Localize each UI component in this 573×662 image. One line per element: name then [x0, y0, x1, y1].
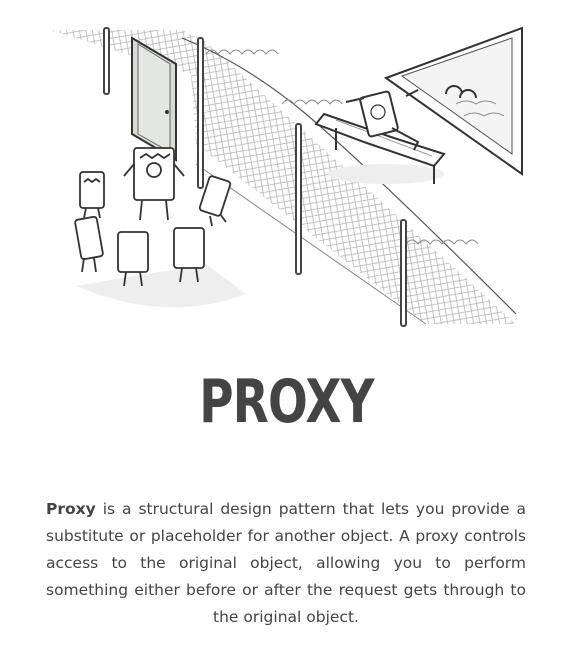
client-object-icon — [123, 147, 185, 221]
proxy-illustration — [50, 26, 523, 327]
client-objects-group — [74, 147, 232, 287]
client-object-icon — [79, 171, 105, 219]
pattern-description: Proxy is a structural design pattern tha… — [46, 496, 526, 631]
fence-bottom-line — [195, 163, 427, 325]
client-object-icon — [173, 227, 205, 283]
lounging-object-icon — [314, 89, 446, 184]
fence-mesh — [50, 30, 516, 324]
client-object-icon — [74, 215, 104, 273]
client-object-icon — [117, 231, 149, 287]
fence-posts — [103, 27, 407, 327]
pool-icon — [383, 26, 523, 176]
ground-shadow — [76, 264, 246, 308]
gate-door-icon — [131, 36, 177, 162]
description-text: is a structural design pattern that lets… — [46, 499, 526, 626]
pattern-term: Proxy — [46, 499, 96, 518]
client-object-icon — [198, 175, 232, 227]
page-title: PROXY — [199, 367, 374, 437]
